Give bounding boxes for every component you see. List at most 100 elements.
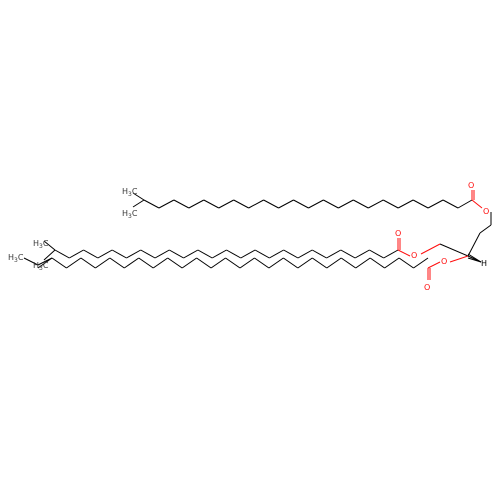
bond-chain-3	[66, 257, 82, 269]
bond-glycerol-c	[439, 243, 469, 257]
oxygen-label-ester-2: O	[411, 251, 417, 260]
bond-chain-2	[154, 249, 170, 259]
bond-chain-1	[158, 199, 175, 209]
methyl-label-1a: H3C	[122, 187, 138, 198]
bond-chain-2	[283, 249, 299, 259]
bond-chain-3	[355, 257, 371, 269]
bond-chain-2	[226, 249, 242, 259]
bond-chain-3	[268, 257, 284, 269]
bond-chain-1	[248, 199, 264, 209]
bond-chain-1	[173, 199, 190, 209]
bond-chain-3	[138, 257, 154, 269]
bond-ester-o-2	[397, 249, 411, 257]
bond-chain-3	[109, 257, 125, 269]
bond-chain-2	[297, 249, 313, 259]
bond-chain-2	[340, 249, 356, 259]
bond-wedge-h2	[467, 253, 482, 263]
bond-ester-o-3	[427, 261, 441, 269]
bond-chain-1	[427, 199, 444, 209]
bond-chain-2	[69, 249, 84, 259]
bond-glycerol-o3	[449, 255, 469, 263]
bond-glycerol-b	[467, 232, 481, 257]
bond-chain-3	[239, 257, 255, 269]
bond-chain-1	[383, 199, 399, 209]
bond-chain-1	[323, 199, 339, 209]
bond-chain-1	[308, 199, 324, 209]
bond-chain-2	[326, 249, 342, 259]
bond-chain-1	[338, 199, 354, 209]
bond-chain-1	[143, 199, 160, 209]
bond-chain-3	[384, 257, 400, 269]
bond-chain-1	[412, 199, 429, 209]
bond-chain-1	[188, 199, 205, 209]
oxygen-label-carbonyl-1: O	[468, 181, 474, 190]
bond-chain-3	[167, 257, 183, 269]
bond-ester-1	[457, 199, 473, 209]
oxygen-label-carbonyl-2: O	[395, 229, 401, 238]
bond-chain-3	[254, 257, 270, 269]
bond-methyl-1a	[132, 192, 145, 201]
bond-chain-3	[283, 257, 299, 269]
oxygen-label-ester-1: O	[483, 207, 489, 216]
bond-chain-3	[413, 257, 429, 269]
bond-chain-1	[233, 199, 249, 209]
bond-chain-1	[442, 199, 459, 209]
bond-chain-3	[152, 257, 168, 269]
bond-chain-2	[183, 249, 199, 259]
bond-wedge-h3	[467, 257, 482, 263]
bond-glycerol-a	[479, 224, 492, 234]
methyl-label-1b: H3C	[122, 209, 138, 220]
bond-methyl-2a	[43, 240, 56, 251]
bond-chain-3	[297, 257, 313, 269]
bond-layer	[23, 190, 492, 280]
bond-ethyl-3a	[23, 257, 39, 266]
bond-chain-3	[326, 257, 342, 269]
methyl-label-3: H3C	[8, 253, 24, 264]
bond-chain-2	[97, 249, 113, 259]
bond-chain-1	[203, 199, 219, 209]
bond-chain-3	[196, 257, 212, 269]
bond-chain-2	[54, 249, 70, 259]
oxygen-label-ester-3: O	[441, 257, 447, 266]
oxygen-label-carbonyl-3: O	[424, 283, 430, 292]
bond-chain-3	[225, 257, 241, 269]
bond-chain-1	[397, 199, 414, 209]
bond-chain-2	[369, 249, 384, 259]
bond-chain-3	[312, 257, 328, 269]
bond-chain-2	[383, 249, 399, 259]
bond-chain-3	[181, 257, 197, 269]
bond-chain-1	[218, 199, 234, 209]
bond-chain-1	[368, 199, 384, 209]
bond-chain-3	[398, 257, 414, 269]
bond-chain-2	[240, 249, 256, 259]
hydrogen-label-stereo: H	[481, 259, 487, 268]
bond-chain-2	[83, 249, 99, 259]
bond-glycerol-o2	[420, 243, 441, 255]
bond-chain-3	[124, 257, 140, 269]
bond-chain-2	[254, 249, 270, 259]
bond-methyl-2b	[43, 249, 56, 261]
bond-chain-3	[51, 257, 67, 269]
bond-chain-2	[169, 249, 184, 259]
bond-chain-1	[278, 199, 294, 209]
bond-chain-2	[354, 249, 370, 259]
methyl-label-2a: H3C	[33, 239, 49, 250]
bond-chain-3	[340, 257, 356, 269]
bond-chain-3	[210, 257, 226, 269]
bond-chain-2	[140, 249, 156, 259]
methyl-label-2b: H3C	[33, 261, 49, 272]
bond-chain-3	[80, 257, 96, 269]
bond-chain-2	[126, 249, 141, 259]
bond-chain-2	[312, 249, 327, 259]
bond-chain-2	[211, 249, 227, 259]
bond-chain-3	[95, 257, 111, 269]
bond-chain-1	[263, 199, 279, 209]
bond-chain-2	[197, 249, 213, 259]
bond-chain-3	[369, 257, 385, 269]
atom-label-layer: H3C H3C H3C H3C H3C O O O O O O H	[8, 181, 489, 292]
bond-chain-1	[293, 199, 309, 209]
bond-ester-o-1	[471, 199, 483, 209]
bond-methyl-3	[37, 257, 53, 269]
bond-methyl-1b	[132, 199, 145, 208]
